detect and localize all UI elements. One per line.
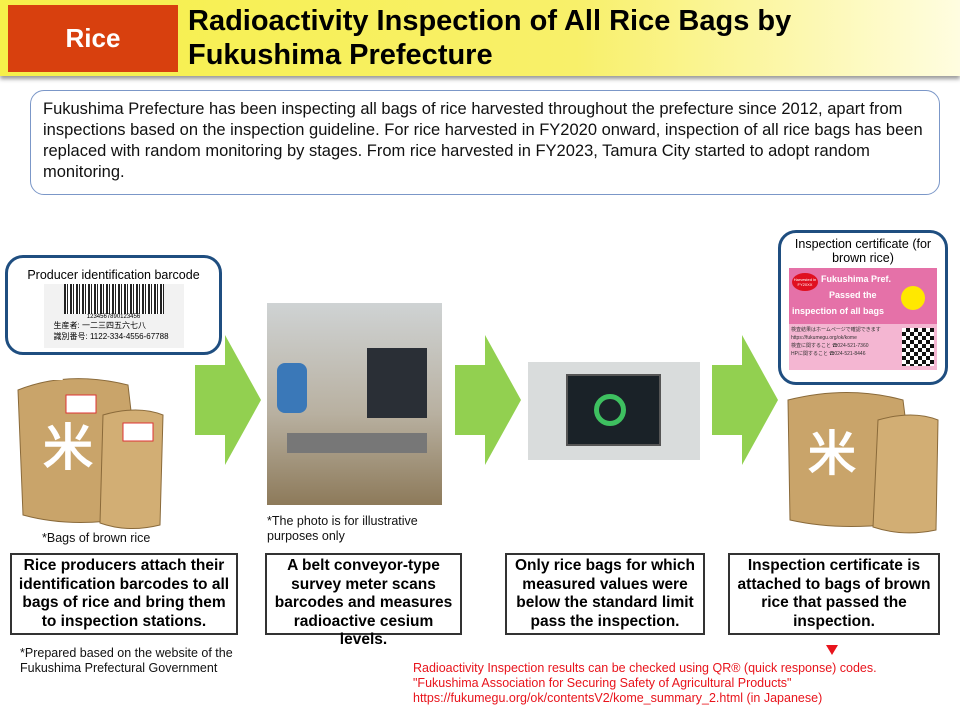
svg-text:米: 米 xyxy=(808,428,856,481)
cert-phone2: HPに関すること ☎024-521-8446 xyxy=(791,351,866,357)
qr-note-line2: "Fukushima Association for Securing Safe… xyxy=(413,676,792,690)
rice-bags-image: 米 xyxy=(17,355,164,529)
barcode-producer: 生産者: 一二三四五六七八 xyxy=(53,321,146,330)
photo-note: *The photo is for illustrative purposes … xyxy=(267,514,418,543)
cert-badge: Harvested in FY20XX xyxy=(792,273,818,291)
conveyor-photo xyxy=(267,303,442,505)
qr-note-line1: Radioactivity Inspection results can be … xyxy=(413,661,877,675)
certificate-bubble: Inspection certificate (for brown rice) … xyxy=(778,230,948,385)
step1-caption: Rice producers attach their identificati… xyxy=(10,553,238,635)
barcode-number: 1234567890123456 xyxy=(86,314,141,320)
barcode-id: 識別番号: 1122-334-4556-67788 xyxy=(53,332,169,341)
pass-indicator-icon xyxy=(594,394,626,426)
cert-phone1: 検査に関すること ☎024-521-7360 xyxy=(791,343,869,349)
cert-info: 検査結果はホームページで確認できます https://fukumegu.org/… xyxy=(791,327,881,341)
step2-caption: A belt conveyor-type survey meter scans … xyxy=(265,553,462,648)
svg-text:米: 米 xyxy=(43,420,93,476)
category-tag: Rice xyxy=(8,5,178,72)
arrow-right-icon xyxy=(455,335,521,465)
brown-rice-note: *Bags of brown rice xyxy=(42,531,151,545)
certified-rice-bags-image: 米 xyxy=(787,392,939,534)
mascot-icon xyxy=(901,286,925,310)
monitor-photo xyxy=(528,362,700,460)
qr-code-icon xyxy=(902,328,934,366)
step4-caption: Inspection certificate is attached to ba… xyxy=(728,553,940,635)
cert-line3: inspection of all bags xyxy=(792,306,885,316)
down-arrow-icon xyxy=(826,645,838,655)
qr-note-url[interactable]: https://fukumegu.org/ok/contentsV2/kome_… xyxy=(413,691,823,705)
certificate-bubble-label: Inspection certificate (for brown rice) xyxy=(794,237,932,265)
page-title: Radioactivity Inspection of All Rice Bag… xyxy=(188,5,792,71)
qr-note: Radioactivity Inspection results can be … xyxy=(413,661,877,706)
cert-line1: Fukushima Pref. xyxy=(821,274,892,284)
certificate-image: Harvested in FY20XX Fukushima Pref. Pass… xyxy=(789,268,937,370)
source-note: *Prepared based on the website of the Fu… xyxy=(20,646,233,675)
step3-caption: Only rice bags for which measured values… xyxy=(505,553,705,635)
barcode-image: 1234567890123456 生産者: 一二三四五六七八 識別番号: 112… xyxy=(43,284,184,348)
arrow-right-icon xyxy=(712,335,778,465)
header-banner: Rice Radioactivity Inspection of All Ric… xyxy=(0,0,960,76)
arrow-right-icon xyxy=(195,335,261,465)
intro-box: Fukushima Prefecture has been inspecting… xyxy=(30,90,940,195)
barcode-bubble-label: Producer identification barcode xyxy=(27,268,200,282)
barcode-bubble: Producer identification barcode 12345678… xyxy=(5,255,222,355)
cert-line2: Passed the xyxy=(829,290,877,300)
barcode-bars-icon xyxy=(63,284,164,314)
